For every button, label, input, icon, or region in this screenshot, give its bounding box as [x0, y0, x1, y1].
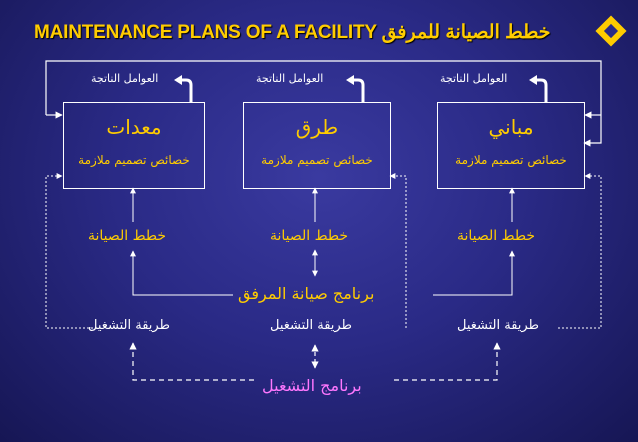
plans-label-equipment: خطط الصيانة [88, 228, 167, 244]
plans-label-roads: خطط الصيانة [270, 228, 349, 244]
box-properties-roads: خصائص تصميم ملازمة [261, 153, 373, 167]
result-arrow-1 [535, 78, 548, 102]
box-properties-equipment: خصائص تصميم ملازمة [78, 153, 190, 167]
operation-label-equipment: طريقة التشغيل [88, 318, 170, 333]
result-arrow-3 [180, 78, 193, 102]
slide-title: MAINTENANCE PLANS OF A FACILITY خطط الصي… [34, 22, 551, 43]
operation-label-roads: طريقة التشغيل [270, 318, 352, 333]
box-title-buildings: مباني [488, 115, 534, 139]
plans-label-buildings: خطط الصيانة [457, 228, 536, 244]
operation-program-label: برنامج التشغيل [262, 376, 362, 395]
box-buildings: مباني خصائص تصميم ملازمة [437, 102, 585, 189]
result-factors-label-buildings: العوامل الناتجة [440, 72, 508, 85]
result-arrow-2 [352, 78, 365, 102]
result-factors-label-equipment: العوامل الناتجة [91, 72, 159, 85]
box-title-roads: طرق [295, 115, 339, 139]
box-equipment: معدات خصائص تصميم ملازمة [63, 102, 205, 189]
maintenance-program-label: برنامج صيانة المرفق [238, 284, 375, 303]
title-bar: MAINTENANCE PLANS OF A FACILITY خطط الصي… [28, 18, 610, 48]
box-title-equipment: معدات [106, 115, 162, 139]
result-factors-label-roads: العوامل الناتجة [256, 72, 324, 85]
feedback-loop-line [45, 60, 602, 147]
box-properties-buildings: خصائص تصميم ملازمة [455, 153, 567, 167]
box-roads: طرق خصائص تصميم ملازمة [243, 102, 391, 189]
operation-label-buildings: طريقة التشغيل [457, 318, 539, 333]
